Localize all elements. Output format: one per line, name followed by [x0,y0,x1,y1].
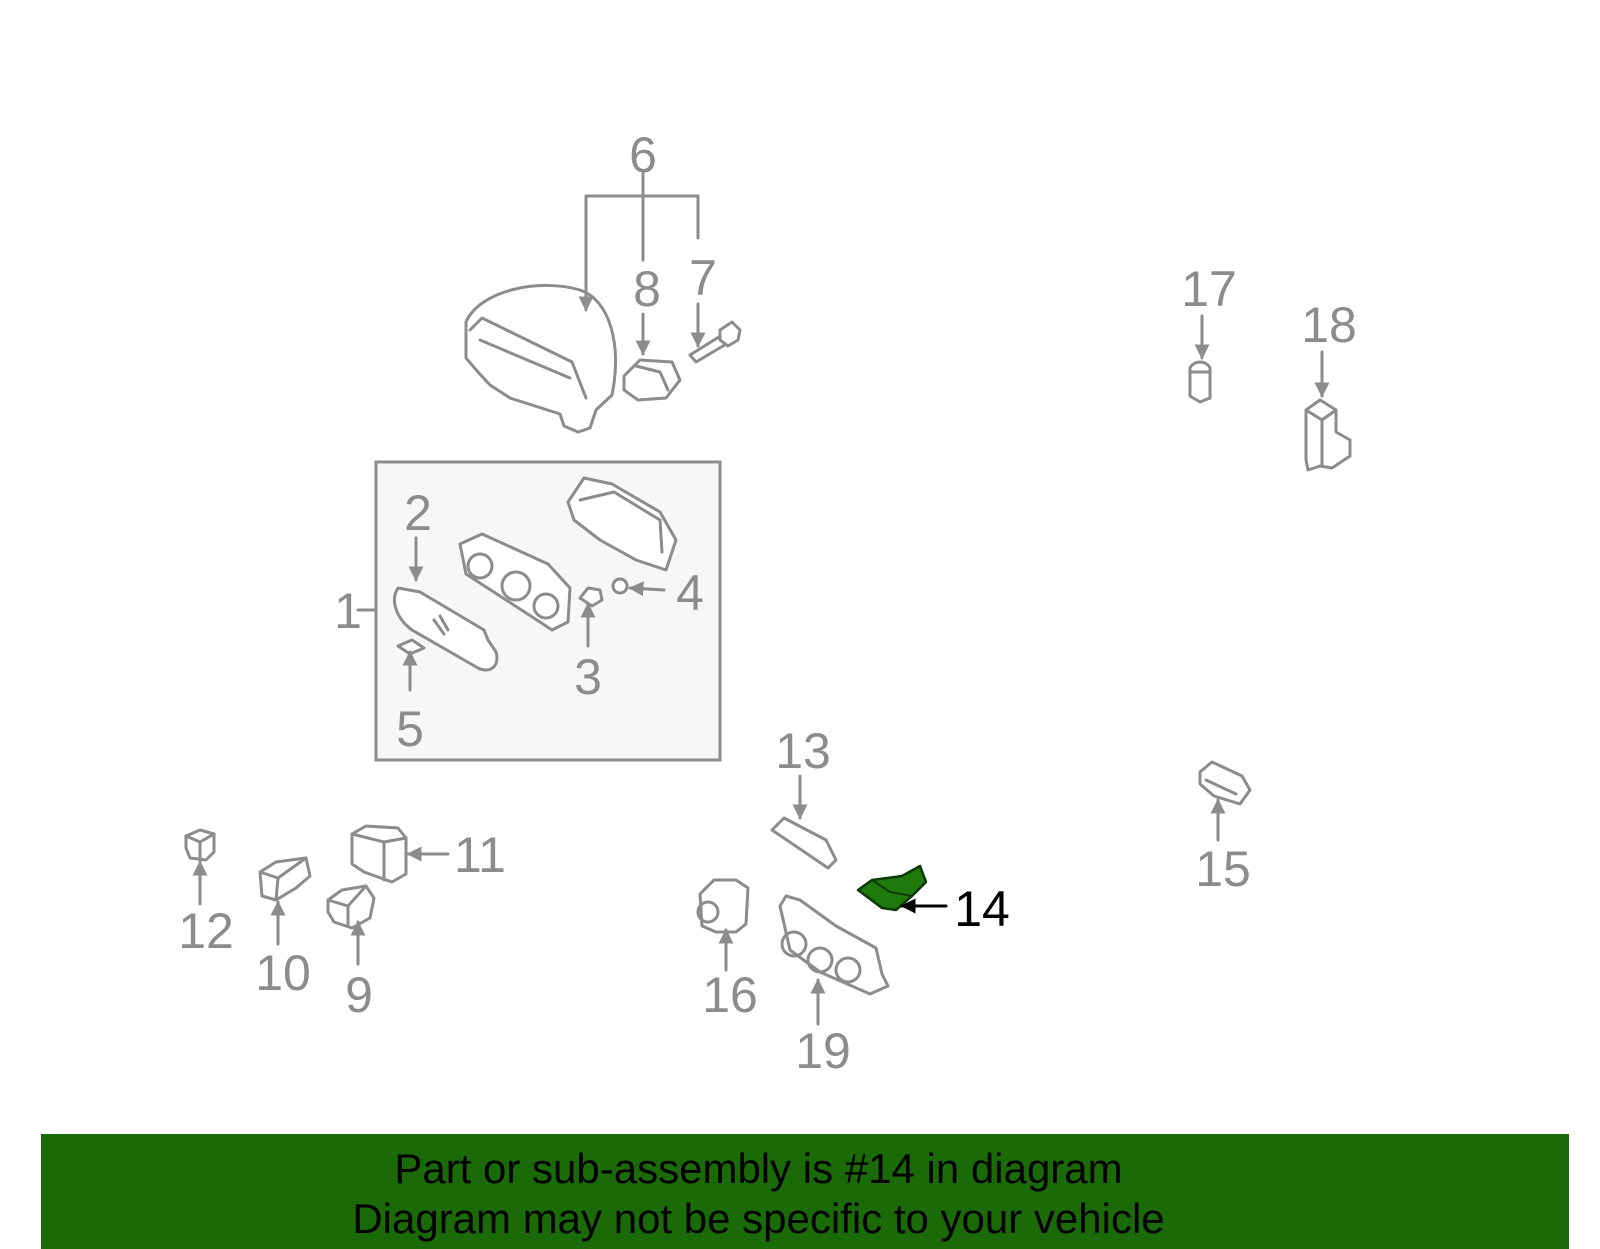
callout-12[interactable]: 12 [178,903,234,959]
part-9-connector[interactable] [326,884,376,930]
part-2-lens[interactable] [393,586,499,672]
callout-18[interactable]: 18 [1301,297,1357,353]
callout-13[interactable]: 13 [775,723,831,779]
part-15-switch[interactable] [1198,760,1252,806]
part-17-knob[interactable] [1188,360,1212,404]
callout-1[interactable]: 1 [334,583,362,639]
part-12-clip[interactable] [184,828,216,862]
callout-14[interactable]: 14 [954,881,1010,937]
callout-17[interactable]: 17 [1181,261,1237,317]
part-6-cluster-hood[interactable] [464,283,617,434]
leader-lines [192,170,1330,1026]
banner-text: Part or sub-assembly is #14 in diagram D… [41,1144,1476,1244]
part-13-trim[interactable] [770,816,838,870]
part-4-socket[interactable] [611,577,629,595]
callout-10[interactable]: 10 [255,945,311,1001]
callout-7[interactable]: 7 [689,250,717,306]
callout-15[interactable]: 15 [1195,841,1251,897]
part-10-connector[interactable] [258,856,312,902]
callout-2[interactable]: 2 [404,485,432,541]
callout-3[interactable]: 3 [574,649,602,705]
callout-4[interactable]: 4 [676,565,704,621]
part-11-switch[interactable] [350,824,408,884]
callout-6[interactable]: 6 [629,127,657,183]
part-7-screw[interactable] [688,320,742,364]
part-8-bracket[interactable] [622,358,682,402]
banner-line-part-number: Part or sub-assembly is #14 in diagram [394,1145,1123,1192]
callout-19[interactable]: 19 [795,1023,851,1079]
part-19-control-panel[interactable] [778,894,890,996]
info-banner: Part or sub-assembly is #14 in diagram D… [41,1134,1569,1249]
part-16-switch[interactable] [696,878,750,934]
part-cluster-housing[interactable] [566,476,678,572]
callout-8[interactable]: 8 [633,261,661,317]
callout-labels: 6 7 8 17 18 2 1 4 3 5 13 14 15 11 12 10 … [178,127,1357,1079]
callout-11[interactable]: 11 [454,827,506,883]
part-18-switch[interactable] [1304,398,1352,472]
part-14-highlighted[interactable] [856,864,928,912]
part-cluster-gauges[interactable] [458,532,572,632]
callout-9[interactable]: 9 [345,967,373,1023]
banner-line-disclaimer: Diagram may not be specific to your vehi… [352,1195,1165,1242]
callout-5[interactable]: 5 [396,701,424,757]
callout-16[interactable]: 16 [702,967,758,1023]
